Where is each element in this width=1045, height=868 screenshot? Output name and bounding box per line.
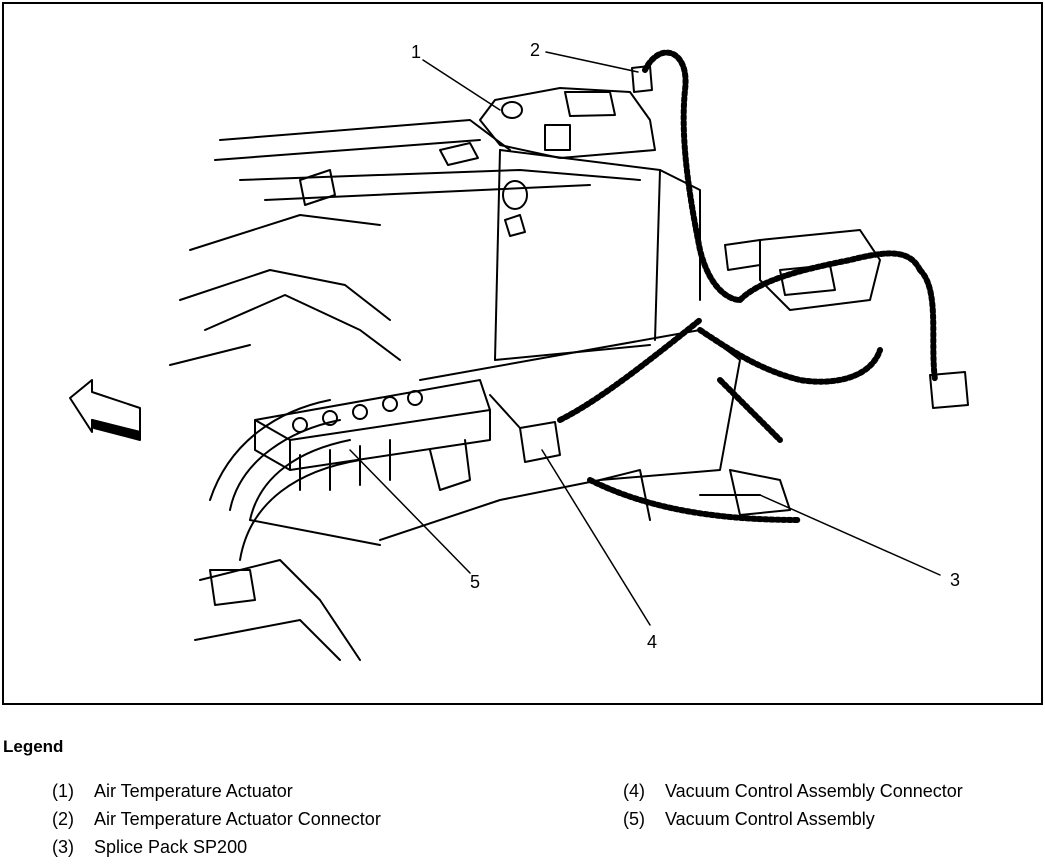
hvac-component-diagram: 1 2 3 4 5 — [2, 2, 1043, 705]
legend-item-number: (2) — [52, 809, 74, 829]
legend-item-number: (1) — [52, 781, 74, 801]
legend-item-number: (5) — [623, 809, 645, 829]
legend-item-text: Air Temperature Actuator Connector — [94, 809, 381, 829]
diagram-frame — [2, 2, 1043, 705]
vacuum-connector — [489, 394, 561, 463]
callout-4: 4 — [647, 632, 657, 652]
leader-3 — [759, 494, 941, 576]
legend-item: (1) Air Temperature Actuator — [52, 781, 293, 802]
splice-pack-sp200 — [699, 229, 881, 516]
legend-item-text: Splice Pack SP200 — [94, 837, 248, 857]
callout-5: 5 — [470, 572, 480, 592]
leader-1 — [422, 59, 501, 111]
callout-3: 3 — [950, 570, 960, 590]
vacuum-control-assembly — [209, 379, 491, 561]
legend-item: (4) Vacuum Control Assembly Connector — [623, 781, 963, 802]
callout-1: 1 — [411, 42, 421, 62]
legend-item: (3) Splice Pack SP200 — [52, 837, 247, 858]
lower-bracket — [194, 469, 651, 661]
legend-item: (2) Air Temperature Actuator Connector — [52, 809, 381, 830]
legend-item-number: (3) — [52, 837, 74, 857]
callout-leaders — [349, 51, 941, 626]
legend-item-number: (4) — [623, 781, 645, 801]
legend-item-text: Air Temperature Actuator — [94, 781, 293, 801]
legend-title: Legend — [3, 737, 64, 756]
legend-item-text: Vacuum Control Assembly Connector — [665, 781, 963, 801]
air-temperature-actuator — [479, 87, 656, 159]
wiring-harness — [557, 49, 938, 523]
legend-item-text: Vacuum Control Assembly — [665, 809, 875, 829]
actuator-connector — [631, 65, 653, 93]
direction-arrow-icon — [69, 379, 141, 441]
callout-2: 2 — [530, 40, 540, 60]
legend-item: (5) Vacuum Control Assembly — [623, 809, 875, 830]
harness-end-connector — [929, 371, 969, 409]
leader-2 — [545, 51, 639, 73]
leader-5 — [349, 449, 471, 574]
leader-4 — [541, 449, 651, 626]
